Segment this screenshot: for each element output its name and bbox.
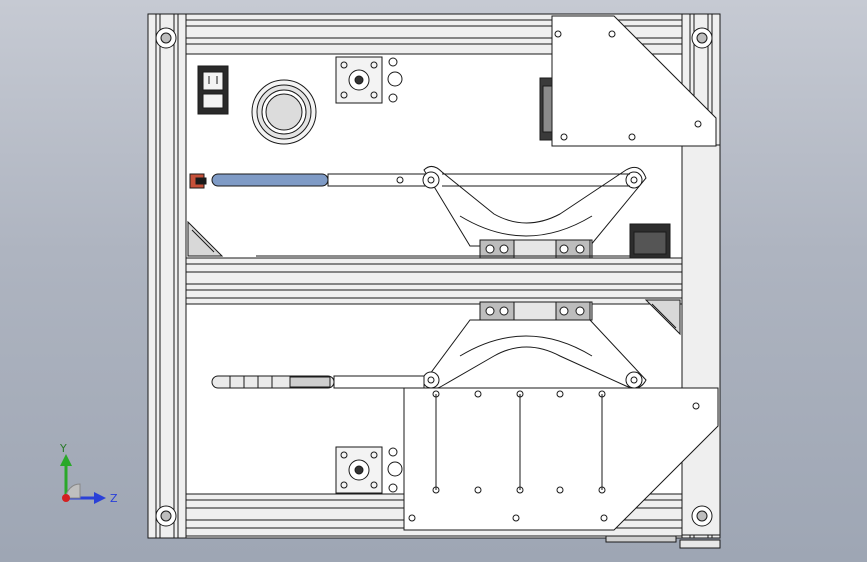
stepper-motor-lower[interactable]: [335, 446, 403, 494]
lower-linear-rod[interactable]: [211, 375, 425, 389]
corner-bolt-bottom-right[interactable]: [691, 505, 713, 527]
upper-linkage-arm[interactable]: [422, 166, 647, 247]
top-right-bracket-plate[interactable]: [551, 15, 717, 147]
lower-right-mount-plate[interactable]: [403, 387, 719, 531]
x-axis-dot: [62, 494, 70, 502]
upper-carriage[interactable]: [479, 239, 593, 259]
corner-bolt-top-right[interactable]: [691, 27, 713, 49]
stepper-motor-upper[interactable]: [335, 56, 403, 104]
corner-bolt-top-left[interactable]: [155, 27, 177, 49]
right-mid-extrusion[interactable]: [681, 144, 721, 536]
upper-linear-rod[interactable]: [211, 173, 429, 187]
z-axis-label: Z: [110, 492, 118, 505]
foot-bottom-right-small[interactable]: [679, 539, 721, 549]
corner-bolt-bottom-left[interactable]: [155, 505, 177, 527]
middle-extrusion[interactable]: [185, 257, 683, 305]
upper-endstop[interactable]: [189, 173, 207, 189]
z-axis-arrowhead: [94, 492, 106, 504]
left-extrusion[interactable]: [147, 13, 187, 539]
left-corner-bracket-upper[interactable]: [187, 220, 224, 257]
foot-bottom-right[interactable]: [605, 535, 677, 543]
power-inlet[interactable]: [197, 65, 229, 115]
y-axis-arrowhead: [60, 454, 72, 466]
lower-carriage[interactable]: [479, 301, 593, 321]
orientation-triad: Y Z: [59, 442, 118, 505]
right-corner-bracket-lower[interactable]: [644, 299, 681, 336]
cable-gland[interactable]: [251, 79, 317, 145]
stepper-motor-right[interactable]: [629, 223, 671, 259]
y-axis-label: Y: [59, 442, 67, 455]
